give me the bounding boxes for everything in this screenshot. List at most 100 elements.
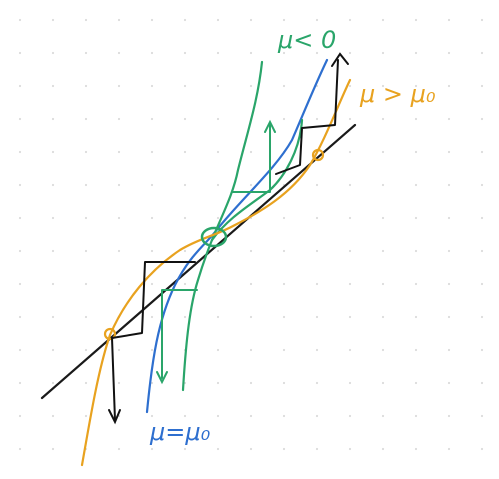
grid-dot: [51, 183, 55, 187]
grid-dot: [150, 216, 154, 220]
grid-dot: [18, 51, 22, 55]
grid-dot: [447, 282, 451, 286]
grid-dot: [282, 18, 286, 22]
grid-dot: [447, 447, 451, 451]
grid-dot: [216, 414, 220, 418]
grid-dot: [447, 117, 451, 121]
grid-dot: [150, 381, 154, 385]
grid-dot: [447, 84, 451, 88]
grid-dot: [282, 249, 286, 253]
green-cobweb-upper: [231, 124, 271, 193]
grid-dot: [216, 282, 220, 286]
grid-dot: [447, 183, 451, 187]
grid-dot: [381, 447, 385, 451]
grid-dot: [117, 249, 121, 253]
identity-line: [40, 123, 357, 400]
grid-dot: [348, 18, 352, 22]
grid-dot: [84, 249, 88, 253]
grid-dot: [249, 183, 253, 187]
grid-dot: [183, 51, 187, 55]
grid-dot: [117, 282, 121, 286]
grid-dot: [216, 183, 220, 187]
grid-dot: [216, 249, 220, 253]
grid-dot: [216, 216, 220, 220]
grid-dot: [480, 282, 484, 286]
grid-dot: [480, 447, 484, 451]
grid-dot: [18, 282, 22, 286]
grid-dot: [282, 117, 286, 121]
grid-dot: [249, 249, 253, 253]
grid-dot: [381, 315, 385, 319]
grid-dot: [216, 348, 220, 352]
grid-dot: [447, 18, 451, 22]
grid-dot: [348, 84, 352, 88]
grid-dot: [183, 84, 187, 88]
grid-dot: [51, 315, 55, 319]
grid-dot: [117, 348, 121, 352]
grid-dot: [414, 249, 418, 253]
grid-dot: [348, 183, 352, 187]
label-orange: μ > μ₀: [359, 80, 436, 108]
grid-dot: [447, 414, 451, 418]
grid-dot: [84, 51, 88, 55]
grid-dot: [84, 315, 88, 319]
grid-dot: [249, 348, 253, 352]
grid-dot: [282, 84, 286, 88]
grid-dot: [216, 150, 220, 154]
grid-dot: [282, 282, 286, 286]
grid-dot: [348, 51, 352, 55]
grid-dot: [183, 117, 187, 121]
grid-dot: [18, 348, 22, 352]
grid-dot: [480, 348, 484, 352]
grid-dot: [414, 18, 418, 22]
grid-dot: [414, 84, 418, 88]
grid-dot: [381, 183, 385, 187]
grid-dot: [282, 348, 286, 352]
grid-dot: [480, 414, 484, 418]
grid-dot: [315, 117, 319, 121]
grid-dot: [51, 84, 55, 88]
grid-dot: [414, 183, 418, 187]
grid-dot: [117, 216, 121, 220]
grid-dot: [18, 315, 22, 319]
lower-fixed-point: [103, 327, 117, 341]
grid-dot: [51, 414, 55, 418]
grid-dot: [216, 447, 220, 451]
grid-dot: [18, 183, 22, 187]
grid-dot: [348, 315, 352, 319]
grid-dot: [249, 84, 253, 88]
grid-dot: [183, 18, 187, 22]
upper-fixed-point: [311, 148, 325, 162]
grid-dot: [315, 381, 319, 385]
grid-dot: [414, 315, 418, 319]
grid-dot: [183, 183, 187, 187]
grid-dot: [18, 414, 22, 418]
grid-dot: [51, 249, 55, 253]
grid-dot: [315, 249, 319, 253]
grid-dot: [216, 18, 220, 22]
grid-dot: [183, 414, 187, 418]
grid-dot: [84, 150, 88, 154]
grid-dot: [150, 315, 154, 319]
grid-dot: [18, 117, 22, 121]
label-green: μ< 0: [277, 26, 336, 54]
grid-dot: [480, 183, 484, 187]
grid-dot: [315, 282, 319, 286]
grid-dot: [117, 84, 121, 88]
grid-dot: [150, 282, 154, 286]
grid-dot: [249, 381, 253, 385]
grid-dot: [18, 447, 22, 451]
green-cobweb-lower: [161, 289, 198, 379]
grid-dot: [282, 51, 286, 55]
grid-dot: [381, 414, 385, 418]
grid-dot: [84, 183, 88, 187]
grid-dot: [150, 84, 154, 88]
grid-dot: [18, 150, 22, 154]
grid-dot: [348, 249, 352, 253]
grid-dot: [381, 216, 385, 220]
grid-dot: [414, 414, 418, 418]
black-arrow-up: [331, 52, 349, 67]
grid-dot: [282, 447, 286, 451]
orange-curve: [80, 78, 352, 467]
